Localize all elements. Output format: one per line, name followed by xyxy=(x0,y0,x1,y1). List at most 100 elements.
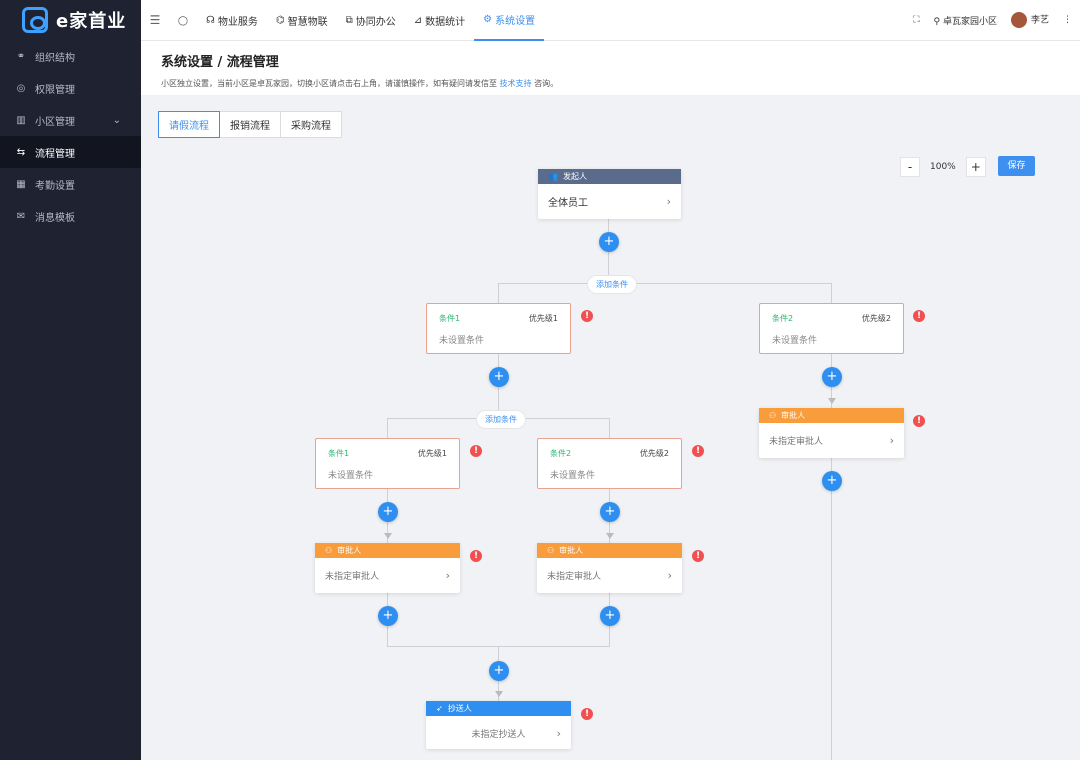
nav-collaboration[interactable]: ⧉ 协同办公 xyxy=(337,0,405,41)
approver-node[interactable]: ⚇审批人 未指定审批人› xyxy=(537,543,682,593)
node-value: 未指定审批人 xyxy=(325,572,380,582)
approver-icon: ⚇ xyxy=(325,546,333,555)
arrow-icon xyxy=(606,533,614,539)
add-node-button[interactable]: + xyxy=(489,661,509,681)
sidebar-item-label: 权限管理 xyxy=(35,84,75,96)
add-node-button[interactable]: + xyxy=(600,606,620,626)
nav-smart-iot[interactable]: ⌬ 智慧物联 xyxy=(267,0,337,41)
top-navbar: ☰ ○ ☊ 物业服务 ⌬ 智慧物联 ⧉ 协同办公 ⊿ 数据统计 ⚙ 系统设置 ⛶… xyxy=(141,0,1080,41)
approver-node[interactable]: ⚇审批人 未指定审批人› xyxy=(759,408,904,458)
sidebar-item-message[interactable]: ✉ 消息模板 xyxy=(0,200,141,232)
condition-priority: 优先级1 xyxy=(528,314,558,323)
page-description: 小区独立设置，当前小区是卓瓦家园，切换小区请点击右上角，请谨慎操作，如有疑问请发… xyxy=(161,78,1060,89)
tab-purchase[interactable]: 采购流程 xyxy=(291,121,331,132)
cc-node[interactable]: ➶抄送人 未指定抄送人› xyxy=(426,701,571,749)
sidebar-item-label: 考勤设置 xyxy=(35,180,75,192)
add-node-button[interactable]: + xyxy=(600,502,620,522)
location-icon: ⚲ xyxy=(933,16,941,27)
node-value: 未指定审批人 xyxy=(769,437,824,447)
nav-label: 系统设置 xyxy=(495,15,536,27)
save-button[interactable]: 保存 xyxy=(998,156,1035,176)
add-node-button[interactable]: + xyxy=(378,502,398,522)
condition-node[interactable]: 条件1 优先级1 未设置条件 xyxy=(315,438,460,489)
iot-icon: ⌬ xyxy=(275,14,285,26)
node-title: 审批人 xyxy=(781,411,806,420)
starter-node[interactable]: 👥发起人 全体员工› xyxy=(538,169,681,219)
error-icon: ! xyxy=(913,415,925,427)
error-icon: ! xyxy=(470,550,482,562)
zoom-level: 100% xyxy=(930,162,956,172)
nav-property-service[interactable]: ☊ 物业服务 xyxy=(197,0,267,41)
page-title: 系统设置 / 流程管理 xyxy=(161,55,279,70)
error-icon: ! xyxy=(692,550,704,562)
condition-priority: 优先级2 xyxy=(861,314,891,323)
sidebar-item-label: 消息模板 xyxy=(35,212,75,224)
community-name: 卓瓦家园小区 xyxy=(942,16,997,27)
sidebar-item-org[interactable]: ⚭ 组织结构 xyxy=(0,40,141,72)
condition-value: 未设置条件 xyxy=(328,471,374,481)
nav-label: 智慧物联 xyxy=(287,16,328,28)
add-condition-button[interactable]: 添加条件 xyxy=(587,275,637,294)
add-node-button[interactable]: + xyxy=(822,471,842,491)
community-switcher[interactable]: ⚲ 卓瓦家园小区 xyxy=(934,14,997,27)
menu-toggle-icon[interactable]: ☰ xyxy=(149,13,161,27)
brand-logo[interactable]: e家首业 xyxy=(0,0,141,40)
add-node-button[interactable]: + xyxy=(599,232,619,252)
condition-name: 条件1 xyxy=(439,314,461,323)
tab-leave[interactable]: 请假流程 xyxy=(158,111,220,138)
add-node-button[interactable]: + xyxy=(822,367,842,387)
mail-icon: ✉ xyxy=(16,210,26,222)
nav-system-settings[interactable]: ⚙ 系统设置 xyxy=(474,0,545,41)
nav-label: 数据统计 xyxy=(425,16,466,28)
more-icon[interactable]: ⋮ xyxy=(1063,15,1072,25)
add-node-button[interactable]: + xyxy=(378,606,398,626)
sidebar-item-attendance[interactable]: ▦ 考勤设置 xyxy=(0,168,141,200)
users-icon: 👥 xyxy=(548,172,558,181)
headset-icon: ☊ xyxy=(206,14,215,26)
sidebar-item-permission[interactable]: ◎ 权限管理 xyxy=(0,72,141,104)
refresh-icon[interactable]: ○ xyxy=(177,13,189,27)
sidebar-item-community[interactable]: ▥ 小区管理 ⌄ xyxy=(0,104,141,136)
desc-suffix: 咨询。 xyxy=(534,79,559,88)
copy-icon: ⧉ xyxy=(345,14,353,26)
desc-text: 小区独立设置，当前小区是卓瓦家园，切换小区请点击右上角，请谨慎操作，如有疑问请发… xyxy=(161,79,497,88)
chevron-right-icon: › xyxy=(445,569,450,582)
brand-name: e家首业 xyxy=(56,11,127,32)
node-title: 审批人 xyxy=(559,546,584,555)
calendar-icon: ▦ xyxy=(16,178,26,190)
zoom-controls: - 100% + xyxy=(900,157,986,177)
approver-icon: ⚇ xyxy=(547,546,555,555)
condition-priority: 优先级1 xyxy=(417,449,447,458)
tab-reimbursement[interactable]: 报销流程 xyxy=(220,112,281,137)
support-link[interactable]: 技术支持 xyxy=(499,79,532,88)
zoom-out-button[interactable]: - xyxy=(900,157,920,177)
org-icon: ⚭ xyxy=(16,50,26,62)
chevron-right-icon: › xyxy=(889,434,894,447)
nav-statistics[interactable]: ⊿ 数据统计 xyxy=(405,0,474,41)
zoom-in-button[interactable]: + xyxy=(965,157,986,177)
condition-priority: 优先级2 xyxy=(639,449,669,458)
node-title: 审批人 xyxy=(337,546,362,555)
sidebar-item-flow[interactable]: ⇆ 流程管理 xyxy=(0,136,141,168)
condition-name: 条件1 xyxy=(328,449,350,458)
node-value: 全体员工 xyxy=(548,198,588,209)
arrow-icon xyxy=(384,533,392,539)
nav-label: 物业服务 xyxy=(217,16,258,28)
fullscreen-icon[interactable]: ⛶ xyxy=(913,15,920,25)
condition-name: 条件2 xyxy=(772,314,794,323)
sidebar-item-label: 组织结构 xyxy=(35,52,75,64)
page-header: 系统设置 / 流程管理 小区独立设置，当前小区是卓瓦家园，切换小区请点击右上角，… xyxy=(141,41,1080,95)
user-name: 李艺 xyxy=(1030,15,1049,26)
nav-label: 协同办公 xyxy=(355,16,396,28)
settings-icon: ⚙ xyxy=(483,13,493,25)
topbar-right: ⛶ ⚲ 卓瓦家园小区 李艺 ⋮ xyxy=(913,12,1080,28)
user-menu[interactable]: 李艺 xyxy=(1010,12,1049,28)
error-icon: ! xyxy=(470,445,482,457)
chart-icon: ⊿ xyxy=(413,14,423,26)
add-node-button[interactable]: + xyxy=(489,367,509,387)
approver-node[interactable]: ⚇ 审批人 未指定审批人 › xyxy=(315,543,460,593)
add-condition-button[interactable]: 添加条件 xyxy=(476,410,526,429)
